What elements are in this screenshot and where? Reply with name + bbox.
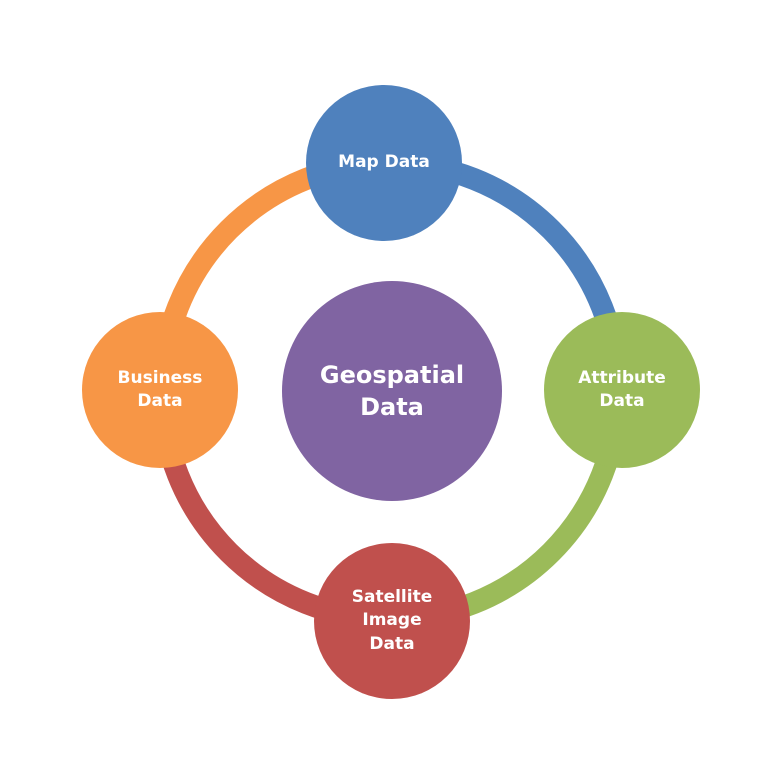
node-business-data: Business Data	[82, 312, 238, 468]
node-attribute-label-line-2: Data	[599, 391, 645, 411]
node-map-label-line-1: Map Data	[338, 152, 430, 173]
node-business-label-line-1: Business	[117, 367, 203, 388]
node-satellite-label-line-3: Data	[369, 633, 415, 654]
node-satellite-label-line-2: Image	[362, 610, 422, 631]
center-node-label-line-2: Data	[360, 393, 424, 421]
node-satellite-image-data: Satellite Image Data	[314, 543, 470, 699]
node-business-label-line-2: Data	[137, 391, 183, 411]
node-satellite-label-line-1: Satellite	[351, 586, 433, 607]
center-node-label-line-1: Geospatial	[319, 360, 465, 389]
node-attribute-label-line-1: Attribute	[578, 367, 666, 388]
node-map-data: Map Data	[306, 85, 462, 241]
center-node-geospatial-data: Geospatial Data	[282, 281, 502, 501]
node-attribute-data: Attribute Data	[544, 312, 700, 468]
